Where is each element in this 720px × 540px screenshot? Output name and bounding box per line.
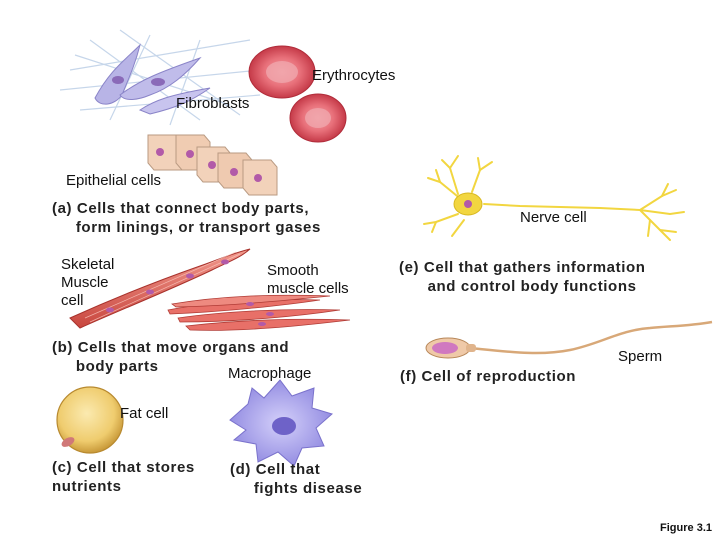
erythrocyte-cells [248,45,347,143]
label-nerve-cell: Nerve cell [520,209,587,226]
caption-a: (a) Cells that connect body parts, form … [52,200,321,236]
label-skeletal-muscle-cell: Skeletal Muscle cell [61,256,115,309]
fat-cell [56,386,124,454]
label-fat-cell: Fat cell [120,405,169,422]
caption-d: (d) Cell that fights disease [230,461,363,497]
figure-label: Figure 3.1 [660,522,712,534]
fibroblast-cells [59,29,261,126]
macrophage-cell [229,379,334,467]
sperm-cell [425,320,713,359]
caption-b: (b) Cells that move organs and body part… [52,339,290,375]
label-sperm: Sperm [618,348,663,365]
caption-f: (f) Cell of reproduction [400,368,577,385]
smooth-muscle-cells [167,294,351,331]
label-fibroblasts: Fibroblasts [176,95,250,112]
label-smooth-muscle-cells: Smooth muscle cells [267,262,349,297]
skeletal-muscle-cell [69,248,251,329]
caption-e: (e) Cell that gathers information and co… [399,259,646,295]
label-macrophage: Macrophage [228,365,312,382]
nerve-cell [423,155,685,241]
label-erythrocytes: Erythrocytes [312,67,396,84]
label-epithelial-cells: Epithelial cells [66,172,162,189]
epithelial-cells [147,134,278,196]
caption-c: (c) Cell that stores nutrients [52,459,195,495]
